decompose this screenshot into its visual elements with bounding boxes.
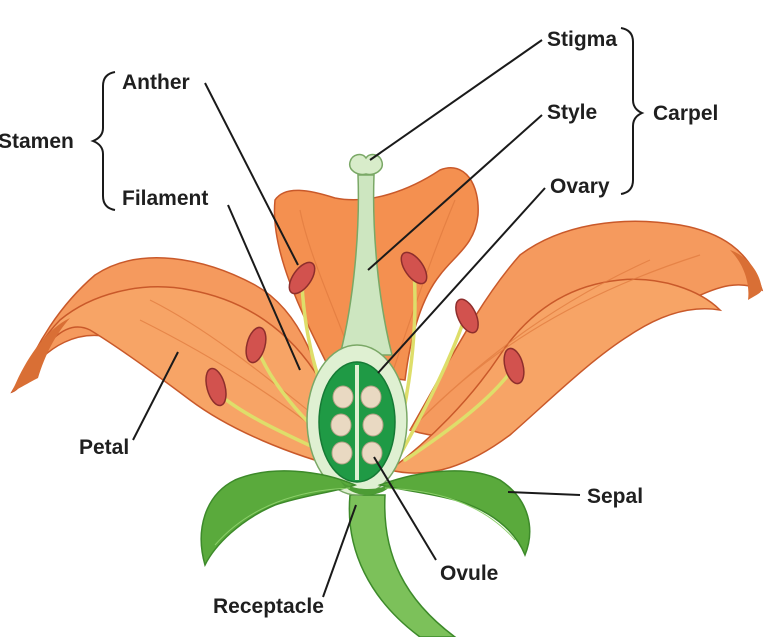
style (339, 174, 393, 356)
leader-lines (132, 39, 581, 598)
label-stamen: Stamen (0, 130, 74, 153)
label-petal: Petal (79, 436, 129, 459)
label-ovule: Ovule (440, 562, 498, 585)
stamen-bracket (90, 71, 116, 211)
leader-filament (227, 204, 301, 371)
label-anther: Anther (122, 71, 190, 94)
label-carpel: Carpel (653, 102, 718, 125)
label-receptacle: Receptacle (213, 595, 324, 618)
label-stigma: Stigma (547, 28, 617, 51)
label-filament: Filament (122, 187, 208, 210)
label-style: Style (547, 101, 597, 124)
petal-left-front-fold (12, 318, 70, 392)
anthers (205, 251, 525, 407)
label-sepal: Sepal (587, 485, 643, 508)
leader-anther (204, 82, 299, 266)
leader-petal (132, 351, 179, 441)
ovules (330, 385, 384, 465)
sepal-right (377, 470, 531, 558)
petal-right-fold (730, 250, 762, 300)
stigma (348, 153, 384, 176)
leader-style (367, 114, 543, 271)
label-ovary: Ovary (550, 175, 610, 198)
carpel-bracket (620, 27, 645, 195)
leader-stigma (369, 39, 543, 161)
leader-ovule (373, 456, 437, 561)
sepal-left (200, 470, 358, 568)
sepal-veins (214, 487, 516, 546)
stem (348, 494, 457, 637)
leader-receptacle (322, 504, 357, 598)
leader-ovary (377, 187, 546, 374)
receptacle (340, 480, 395, 495)
leader-sepal (507, 491, 581, 496)
petal-right-front (388, 278, 723, 474)
